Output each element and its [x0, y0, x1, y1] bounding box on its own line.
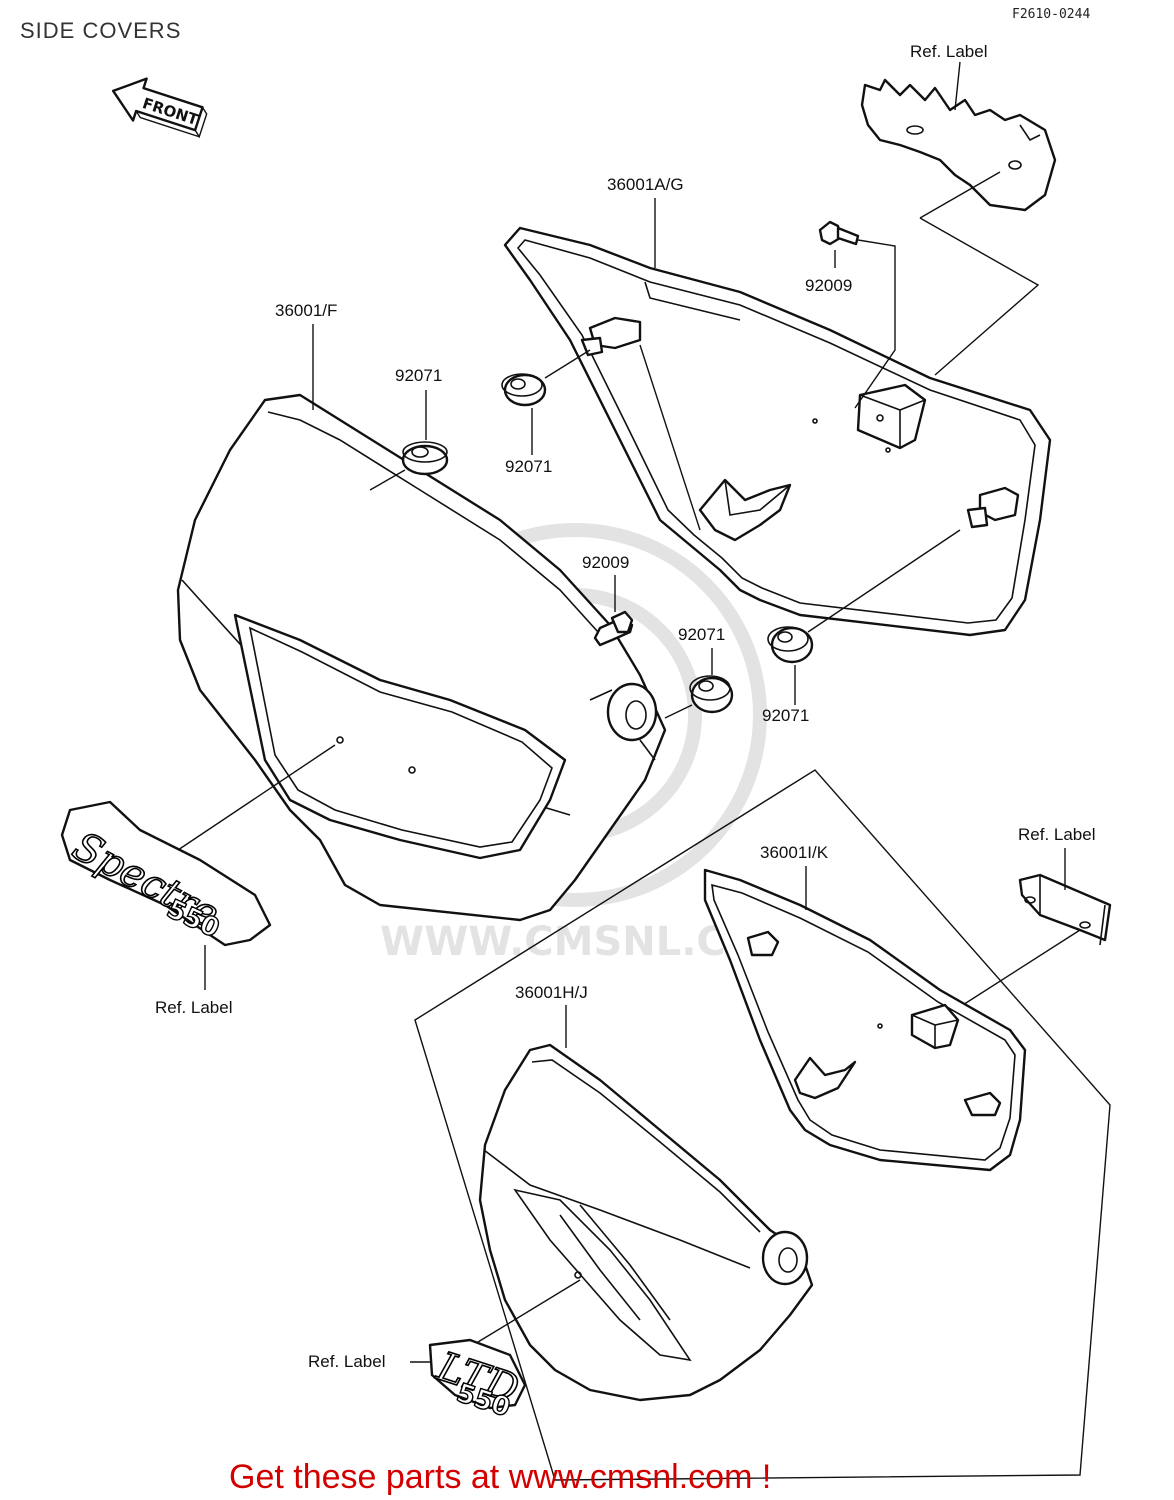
label-92071-a: 92071 [395, 366, 442, 385]
ref-label-top: Ref. Label [910, 42, 988, 61]
side-cover-36001f [176, 393, 667, 922]
label-92071-d: 92071 [762, 706, 809, 725]
label-92071-c: 92071 [678, 625, 725, 644]
page-title: SIDE COVERS [20, 18, 181, 43]
label-36001f: 36001/F [275, 301, 337, 320]
grommet-92071-a [401, 441, 449, 476]
ref-label-right: Ref. Label [1018, 825, 1096, 844]
grommet-92071-c [689, 675, 734, 714]
screw-92009-top [818, 220, 860, 246]
ref-label-bottom: Ref. Label [308, 1352, 386, 1371]
ref-label-left: Ref. Label [155, 998, 233, 1017]
figure-code: F2610-0244 [1012, 7, 1090, 22]
grommet-92071-b [501, 373, 547, 407]
variant-frame [414, 769, 1111, 1481]
label-92071-b: 92071 [505, 457, 552, 476]
front-arrow-icon: FRONT [112, 77, 208, 139]
label-92009-top: 92009 [805, 276, 852, 295]
label-92009-mid: 92009 [582, 553, 629, 572]
grommet-92071-d [767, 626, 814, 664]
footer-banner: Get these parts at www.cmsnl.com ! [229, 1458, 771, 1496]
spectre-number: 550 [162, 894, 224, 944]
screw-92009-mid [593, 610, 634, 647]
side-cover-36001hj [478, 1043, 814, 1402]
side-cover-36001ag [503, 226, 1052, 637]
ref-label-bracket-right [1018, 873, 1112, 946]
ltd-emblem: LTD 550 [428, 1338, 527, 1424]
label-36001ik: 36001I/K [760, 843, 829, 862]
spectre-emblem: Spectre 550 [60, 800, 272, 947]
ref-label-bracket-top [860, 78, 1057, 212]
label-36001hj: 36001H/J [515, 983, 588, 1002]
label-36001ag: 36001A/G [607, 175, 684, 194]
side-cover-36001ik [703, 868, 1027, 1172]
